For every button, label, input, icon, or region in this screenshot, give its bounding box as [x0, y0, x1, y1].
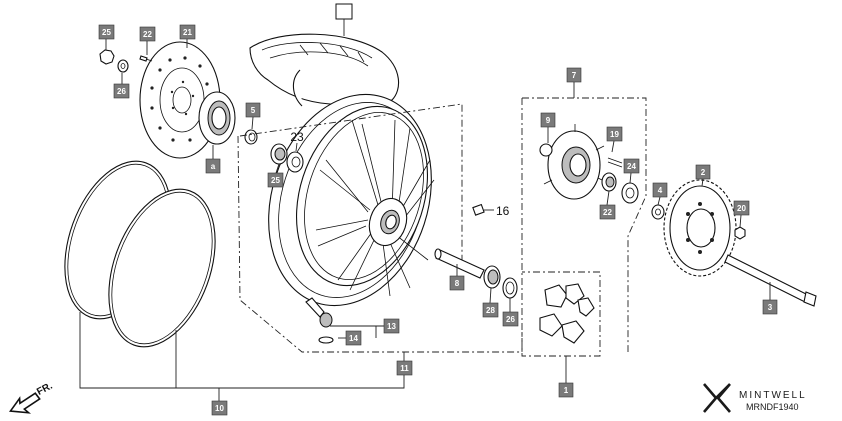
dust-seal-ring [198, 91, 236, 145]
callout-15[interactable]: 21 [179, 24, 196, 40]
sprocket-hub-illustration [539, 124, 639, 204]
callout-18[interactable]: 22 [139, 26, 156, 42]
reference-code: MRNDF1940 [746, 402, 799, 412]
bearing-5 [244, 129, 258, 145]
callout-5-text: 5 [251, 106, 256, 115]
callout-3-text: 3 [768, 303, 773, 312]
brake-disc-illustration [139, 41, 221, 159]
callout-21[interactable]: 26 [113, 83, 130, 99]
damper-assembly-outline [521, 98, 601, 357]
nut-19 [734, 226, 746, 240]
callout-20[interactable]: 25 [98, 24, 115, 40]
callout-26[interactable]: 26 [502, 311, 519, 327]
nut-washer-bolt [99, 49, 153, 73]
tire-blank-label [335, 3, 353, 20]
brand-logo-mark [703, 383, 731, 413]
front-direction-arrow: FR. [8, 381, 55, 414]
callout-1[interactable]: 1 [558, 382, 574, 398]
rim-strip-bands [64, 160, 216, 348]
callout-7[interactable]: 7 [566, 67, 582, 83]
damper-rubbers [539, 283, 595, 344]
brand-logo: MINTWELL [703, 383, 807, 413]
callout-25-text: 25 [271, 176, 280, 185]
callout-a-text: a [211, 162, 216, 171]
rear-wheel-illustration [268, 93, 435, 307]
callout-22-text: 22 [603, 208, 612, 217]
callout-19-text: 20 [737, 204, 746, 213]
callout-19[interactable]: 20 [733, 200, 750, 216]
rear-sprocket [663, 179, 737, 277]
callout-17-text: 19 [610, 130, 619, 139]
callout-8[interactable]: 8 [449, 275, 465, 291]
callout-a[interactable]: a [205, 158, 221, 174]
label-16: 16 [496, 204, 510, 218]
direction-label: FR. [35, 381, 55, 398]
callout-11[interactable]: 11 [396, 360, 413, 376]
callout-10-text: 10 [215, 404, 224, 413]
callout-24-text: 24 [627, 162, 636, 171]
callout-9[interactable]: 9 [540, 112, 556, 128]
label-23: 23 [290, 130, 304, 144]
collar-16 [472, 203, 485, 216]
callout-2[interactable]: 2 [695, 164, 711, 180]
callout-3[interactable]: 3 [762, 299, 778, 315]
callout-24[interactable]: 24 [623, 158, 640, 174]
callout-28[interactable]: 28 [482, 302, 499, 318]
wheel-bearings-left [270, 143, 304, 173]
callout-11-text: 11 [400, 364, 409, 373]
callout-25[interactable]: 25 [267, 172, 284, 188]
hub-assembly-outline [522, 97, 647, 352]
callout-26-text: 26 [506, 315, 515, 324]
callout-5[interactable]: 5 [245, 102, 261, 118]
callout-13[interactable]: 13 [383, 318, 400, 334]
callout-4[interactable]: 4 [652, 182, 668, 198]
callout-15-text: 21 [183, 28, 192, 37]
callout-14-text: 14 [349, 334, 358, 343]
tire-illustration [249, 33, 400, 107]
callout-20-text: 25 [102, 28, 111, 37]
callout-28-text: 28 [486, 306, 495, 315]
callout-14[interactable]: 14 [345, 330, 362, 346]
callout-10[interactable]: 10 [211, 400, 228, 416]
callout-22[interactable]: 22 [599, 204, 616, 220]
callout-4-text: 4 [658, 186, 663, 195]
wheel-bearings-right [483, 265, 518, 299]
callout-17[interactable]: 19 [606, 126, 623, 142]
rear-axle [724, 254, 817, 307]
callout-2-text: 2 [701, 168, 706, 177]
callout-18-text: 22 [143, 30, 152, 39]
washer-4 [651, 204, 665, 220]
callout-7-text: 7 [572, 71, 577, 80]
callout-8-text: 8 [455, 279, 460, 288]
callout-1-text: 1 [564, 386, 569, 395]
callout-21-text: 26 [117, 87, 126, 96]
leader-lines [79, 39, 771, 401]
brand-logo-text: MINTWELL [739, 390, 807, 401]
tire-valve [305, 297, 334, 344]
callout-9-text: 9 [546, 116, 551, 125]
wheel-assembly-outline [237, 135, 523, 353]
axle-collar [434, 248, 485, 279]
callout-13-text: 13 [387, 322, 396, 331]
